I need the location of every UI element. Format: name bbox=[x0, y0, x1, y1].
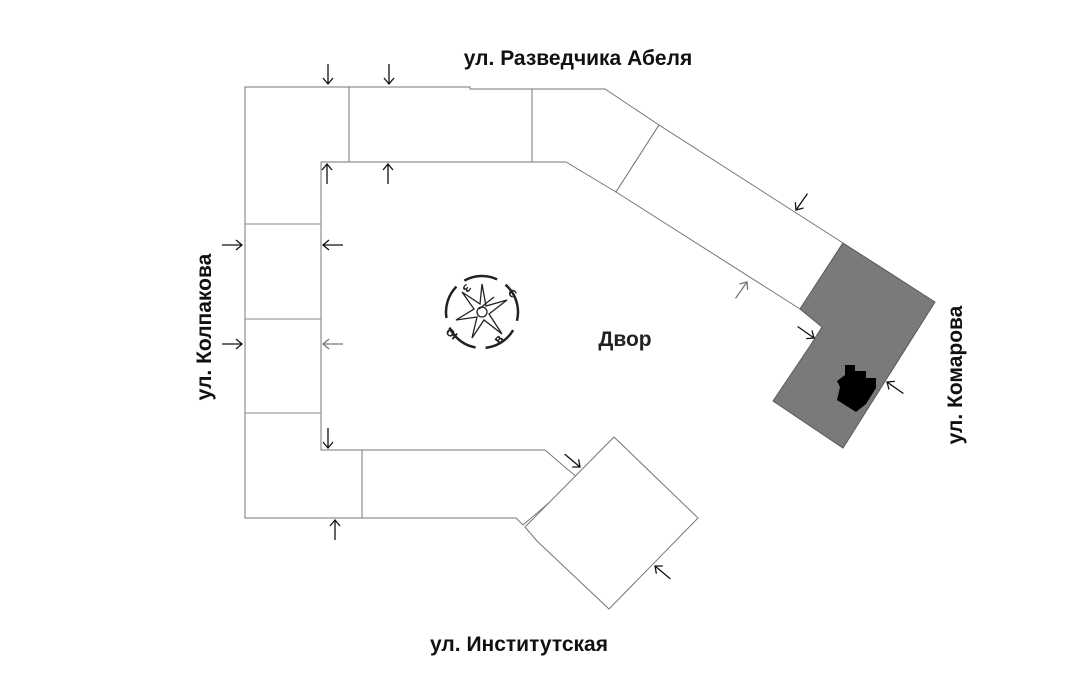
entrance-arrow-icon[interactable] bbox=[561, 450, 583, 471]
entrance-arrows bbox=[222, 64, 906, 583]
entrance-arrow-icon[interactable] bbox=[795, 322, 817, 342]
entrance-arrow-icon[interactable] bbox=[329, 518, 341, 540]
building-northeast-wing[interactable] bbox=[615, 124, 844, 310]
entrance-arrow-icon[interactable] bbox=[731, 279, 751, 301]
street-label-west: ул. Колпакова bbox=[193, 253, 216, 400]
building-southeast[interactable] bbox=[524, 436, 699, 610]
entrance-arrow-icon[interactable] bbox=[652, 562, 674, 583]
yard-label: Двор bbox=[598, 328, 651, 351]
building-north-wing[interactable] bbox=[348, 86, 533, 163]
entrance-arrow-icon[interactable] bbox=[222, 338, 244, 350]
building-east-section-highlighted[interactable] bbox=[772, 242, 936, 449]
entrance-arrow-icon[interactable] bbox=[382, 162, 394, 184]
entrance-arrow-icon[interactable] bbox=[383, 64, 395, 86]
building-complex bbox=[244, 86, 936, 610]
entrance-arrow-icon[interactable] bbox=[321, 239, 343, 251]
entrance-arrow-icon[interactable] bbox=[322, 64, 334, 86]
selected-unit[interactable] bbox=[837, 365, 876, 412]
street-label-north: ул. Разведчика Абеля bbox=[464, 47, 692, 70]
building-west-wing[interactable] bbox=[244, 86, 363, 519]
compass-west-label: З bbox=[459, 281, 472, 294]
entrance-arrow-icon[interactable] bbox=[321, 162, 333, 184]
entrance-arrow-icon[interactable] bbox=[792, 191, 812, 213]
entrance-arrow-icon[interactable] bbox=[884, 378, 906, 398]
compass-rose-icon: С В Ю З bbox=[444, 274, 520, 350]
entrance-arrow-icon[interactable] bbox=[222, 239, 244, 251]
entrance-arrow-icon[interactable] bbox=[322, 428, 334, 450]
entrance-arrow-icon[interactable] bbox=[321, 338, 343, 350]
street-label-east: ул. Комарова bbox=[944, 305, 967, 444]
street-label-south: ул. Институтская bbox=[430, 633, 608, 656]
